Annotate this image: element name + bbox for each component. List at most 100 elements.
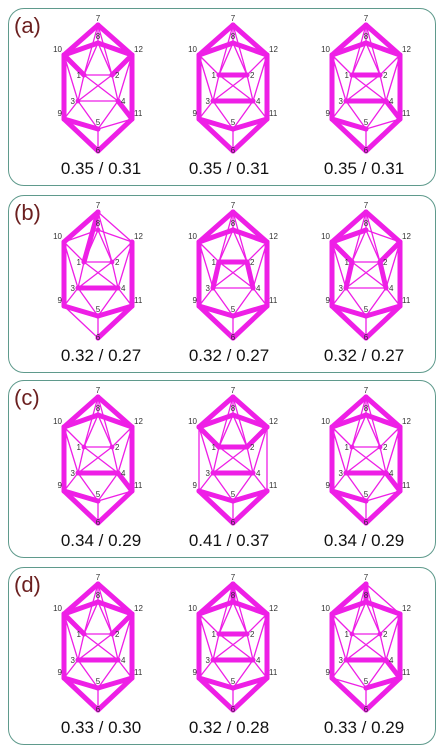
atom bbox=[383, 657, 389, 663]
bond bbox=[95, 40, 135, 58]
atom bbox=[95, 707, 101, 713]
atom bbox=[61, 424, 67, 430]
atom bbox=[230, 685, 236, 691]
atom-label: 11 bbox=[402, 668, 411, 677]
bond bbox=[252, 54, 268, 102]
atom-label: 8 bbox=[364, 591, 369, 600]
atom bbox=[363, 126, 369, 132]
bond bbox=[232, 396, 248, 448]
bond bbox=[212, 446, 220, 474]
atom bbox=[196, 675, 202, 681]
structure-caption: 0.32 / 0.27 bbox=[323, 346, 405, 365]
bond bbox=[83, 24, 99, 76]
atom-label: 2 bbox=[115, 71, 120, 80]
atom-label: 7 bbox=[231, 386, 236, 395]
bond bbox=[196, 209, 236, 245]
bond bbox=[246, 241, 268, 263]
bond bbox=[230, 40, 270, 58]
atom-label: 3 bbox=[71, 97, 76, 106]
atom bbox=[349, 444, 355, 450]
atom bbox=[363, 227, 369, 233]
atom bbox=[75, 657, 81, 663]
atom bbox=[129, 116, 135, 122]
bond bbox=[198, 241, 214, 289]
atom-label: 9 bbox=[58, 296, 63, 305]
atom-label: 1 bbox=[77, 630, 82, 639]
structure-caption: 0.34 / 0.29 bbox=[60, 531, 142, 550]
atom bbox=[210, 470, 216, 476]
atom-label: 8 bbox=[96, 591, 101, 600]
bond bbox=[331, 54, 347, 102]
atom bbox=[95, 227, 101, 233]
bond bbox=[212, 472, 234, 502]
bond bbox=[363, 599, 403, 617]
atom bbox=[196, 303, 202, 309]
atom bbox=[230, 209, 236, 215]
bond bbox=[252, 287, 268, 307]
atom bbox=[383, 98, 389, 104]
bond bbox=[331, 241, 347, 289]
atom bbox=[129, 675, 135, 681]
bond bbox=[345, 633, 381, 661]
atom-label: 7 bbox=[231, 201, 236, 210]
bond bbox=[95, 22, 135, 58]
bond bbox=[97, 414, 113, 448]
atom-label: 7 bbox=[364, 201, 369, 210]
bond bbox=[61, 22, 101, 58]
atom bbox=[383, 470, 389, 476]
bond bbox=[63, 426, 79, 474]
atom-label: 8 bbox=[231, 32, 236, 41]
atom bbox=[95, 148, 101, 154]
atom bbox=[264, 611, 270, 617]
atom-label: 6 bbox=[364, 333, 369, 342]
bond bbox=[95, 303, 135, 341]
bond bbox=[329, 675, 369, 713]
atom bbox=[329, 675, 335, 681]
bond bbox=[111, 241, 133, 263]
bond bbox=[97, 211, 133, 243]
bond bbox=[345, 446, 353, 474]
panel-label: (d) bbox=[14, 572, 41, 597]
bond bbox=[63, 472, 79, 492]
atom bbox=[363, 22, 369, 28]
atom bbox=[109, 631, 115, 637]
atom-label: 4 bbox=[121, 469, 126, 478]
atom bbox=[230, 498, 236, 504]
bond bbox=[377, 239, 403, 265]
bond bbox=[363, 22, 403, 58]
atom-label: 6 bbox=[231, 333, 236, 342]
bond bbox=[97, 229, 133, 243]
bond bbox=[212, 446, 248, 474]
bond bbox=[230, 394, 270, 430]
atom-label: 2 bbox=[250, 630, 255, 639]
atom-label: 3 bbox=[71, 284, 76, 293]
atom bbox=[129, 424, 135, 430]
atom-label: 5 bbox=[231, 490, 236, 499]
bond bbox=[351, 229, 367, 263]
atom bbox=[81, 444, 87, 450]
bond bbox=[363, 40, 403, 58]
atom bbox=[75, 98, 81, 104]
atom bbox=[363, 581, 369, 587]
atom-label: 2 bbox=[383, 71, 388, 80]
atom-label: 12 bbox=[269, 232, 278, 241]
bond bbox=[97, 24, 113, 76]
bond bbox=[365, 287, 387, 317]
bond bbox=[196, 488, 236, 504]
bond bbox=[385, 241, 401, 289]
bond bbox=[63, 426, 85, 448]
bond bbox=[365, 229, 401, 243]
bond bbox=[232, 659, 254, 689]
atom-label: 6 bbox=[364, 705, 369, 714]
atom-label: 4 bbox=[389, 656, 394, 665]
bond bbox=[196, 488, 236, 526]
bond bbox=[97, 472, 119, 502]
atom-label: 11 bbox=[134, 481, 143, 490]
atom bbox=[95, 209, 101, 215]
